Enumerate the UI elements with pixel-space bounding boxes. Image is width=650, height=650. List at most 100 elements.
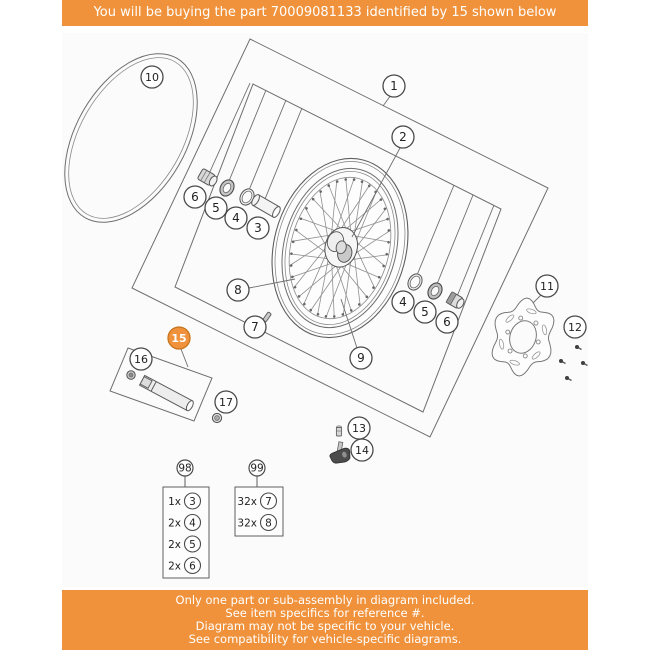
callout-7: 7	[243, 315, 267, 339]
screw-icon	[575, 345, 582, 351]
leader-line	[180, 348, 189, 368]
leader-line	[246, 99, 287, 196]
row-qty: 1x	[168, 496, 181, 508]
callout-6: 6	[435, 310, 459, 334]
part-nut-17	[211, 412, 223, 424]
part-rimlock	[329, 447, 351, 464]
callout-5: 5	[413, 300, 437, 324]
callout-number: 6	[443, 315, 451, 329]
part-seal-right	[427, 282, 443, 300]
footer-banner: Only one part or sub-assembly in diagram…	[62, 590, 588, 650]
row-qty: 32x	[237, 496, 257, 508]
row-ref: 6	[189, 560, 196, 572]
callout-5: 5	[204, 196, 228, 220]
table-98: 98 1x 3 2x 4 2x 5 2x 6	[162, 459, 210, 579]
screw-icon	[581, 361, 588, 367]
leader-line	[455, 204, 495, 300]
callout-number: 9	[357, 351, 365, 365]
hub-bore	[335, 240, 347, 255]
part-brake-disc	[491, 297, 555, 377]
spokes	[289, 177, 391, 319]
callout-4: 4	[224, 206, 248, 230]
callout-number: 15	[171, 332, 186, 345]
row-ref: 3	[189, 496, 196, 508]
part-ring-right	[407, 273, 423, 291]
leader-lines	[180, 82, 543, 368]
part-plug-right	[445, 291, 465, 309]
top-banner: You will be buying the part 70009081133 …	[62, 0, 588, 26]
callout-6: 6	[183, 185, 207, 209]
leader-line	[340, 298, 358, 349]
row-ref: 7	[265, 496, 272, 508]
callout-12: 12	[563, 315, 587, 339]
table-label: 98	[178, 463, 191, 475]
row-ref: 4	[189, 517, 196, 529]
wheel-assembly	[271, 157, 409, 339]
callout-13: 13	[347, 416, 371, 440]
leader-line	[351, 147, 401, 238]
callout-11: 11	[535, 274, 559, 298]
screw-icon	[559, 359, 566, 365]
part-valve	[335, 425, 343, 437]
leader-line	[248, 278, 296, 289]
footer-line-4: See compatibility for vehicle-specific d…	[188, 632, 462, 646]
callout-8: 8	[226, 278, 250, 302]
row-qty: 2x	[168, 560, 181, 572]
callout-number: 16	[134, 353, 148, 366]
callout-1: 1	[382, 74, 406, 98]
callout-number: 5	[421, 305, 429, 319]
footer-line-1: Only one part or sub-assembly in diagram…	[175, 593, 475, 607]
callout-2: 2	[391, 125, 415, 149]
callout-14: 14	[350, 438, 374, 462]
callout-number: 11	[540, 280, 554, 293]
callout-4: 4	[391, 290, 415, 314]
callout-15: 15	[167, 326, 191, 350]
axle-box	[109, 347, 213, 422]
callout-3: 3	[246, 216, 270, 240]
callout-number: 6	[191, 190, 199, 204]
callout-number: 7	[251, 320, 259, 334]
leader-line	[262, 107, 303, 205]
callout-number: 13	[352, 422, 366, 435]
row-qty: 2x	[168, 539, 181, 551]
callout-number: 10	[145, 71, 159, 84]
leader-line	[207, 82, 251, 177]
callout-number: 14	[355, 444, 369, 457]
callout-17: 17	[214, 390, 238, 414]
leader-line	[226, 89, 267, 187]
callout-number: 2	[399, 130, 407, 144]
part-nut-16	[126, 370, 136, 380]
footer-line-2: See item specifics for reference #.	[225, 606, 425, 620]
row-qty: 2x	[168, 517, 181, 529]
callout-number: 5	[212, 201, 220, 215]
part-seal-left	[219, 179, 235, 197]
callout-number: 17	[219, 396, 233, 409]
screw-icon	[565, 376, 572, 382]
row-qty: 32x	[237, 517, 257, 529]
callout-16: 16	[129, 347, 153, 371]
part-axle	[138, 374, 194, 412]
callout-number: 4	[232, 211, 240, 225]
callout-number: 8	[234, 283, 242, 297]
leader-line	[434, 194, 474, 290]
part-ring-left	[239, 188, 255, 206]
part-plug-left	[197, 168, 218, 187]
callout-9: 9	[349, 346, 373, 370]
callout-number: 12	[568, 321, 582, 334]
callout-number: 4	[399, 295, 407, 309]
leader-line	[382, 94, 392, 107]
callout-number: 3	[254, 221, 262, 235]
inner-frame	[174, 83, 502, 413]
callout-10: 10	[140, 65, 164, 89]
leader-line	[414, 184, 455, 281]
row-ref: 8	[265, 517, 272, 529]
banner-text: You will be buying the part 70009081133 …	[93, 5, 557, 20]
part-disc-screws	[559, 345, 588, 382]
footer-line-3: Diagram may not be specific to your vehi…	[195, 619, 455, 633]
row-ref: 5	[189, 539, 196, 551]
outer-frame	[131, 38, 549, 438]
